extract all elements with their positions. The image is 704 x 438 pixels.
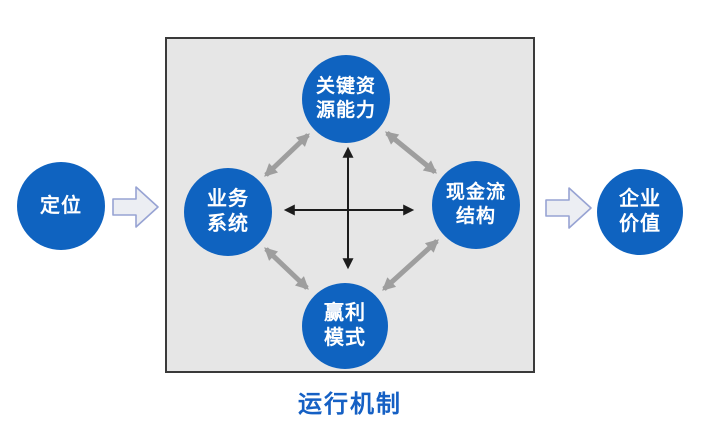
- node-positioning-label: 定位: [40, 194, 82, 217]
- flow-arrow-right-icon: [545, 187, 592, 229]
- node-profit-model: 赢利 模式: [302, 283, 388, 369]
- node-key-resources: 关键资 源能力: [302, 55, 390, 143]
- link-business-keyresources-arrow-icon: [264, 133, 310, 177]
- mechanism-caption: 运行机制: [298, 391, 402, 418]
- link-profitmodel-cashflow-arrow-icon: [382, 239, 439, 291]
- node-business-system-label: 业务 系统: [207, 188, 249, 235]
- node-cash-flow-label: 现金流 结构: [445, 182, 506, 227]
- node-positioning: 定位: [17, 162, 105, 250]
- link-business-profitmodel-arrow-icon: [264, 247, 309, 290]
- node-enterprise-value: 企业 价值: [597, 169, 683, 255]
- node-key-resources-label: 关键资 源能力: [315, 76, 376, 121]
- node-cash-flow: 现金流 结构: [432, 161, 520, 249]
- flow-arrow-left-icon: [112, 186, 159, 228]
- link-keyresources-cashflow-arrow-icon: [384, 131, 438, 174]
- node-enterprise-value-label: 企业 价值: [619, 188, 661, 235]
- node-profit-model-label: 赢利 模式: [324, 302, 366, 349]
- node-business-system: 业务 系统: [184, 168, 272, 256]
